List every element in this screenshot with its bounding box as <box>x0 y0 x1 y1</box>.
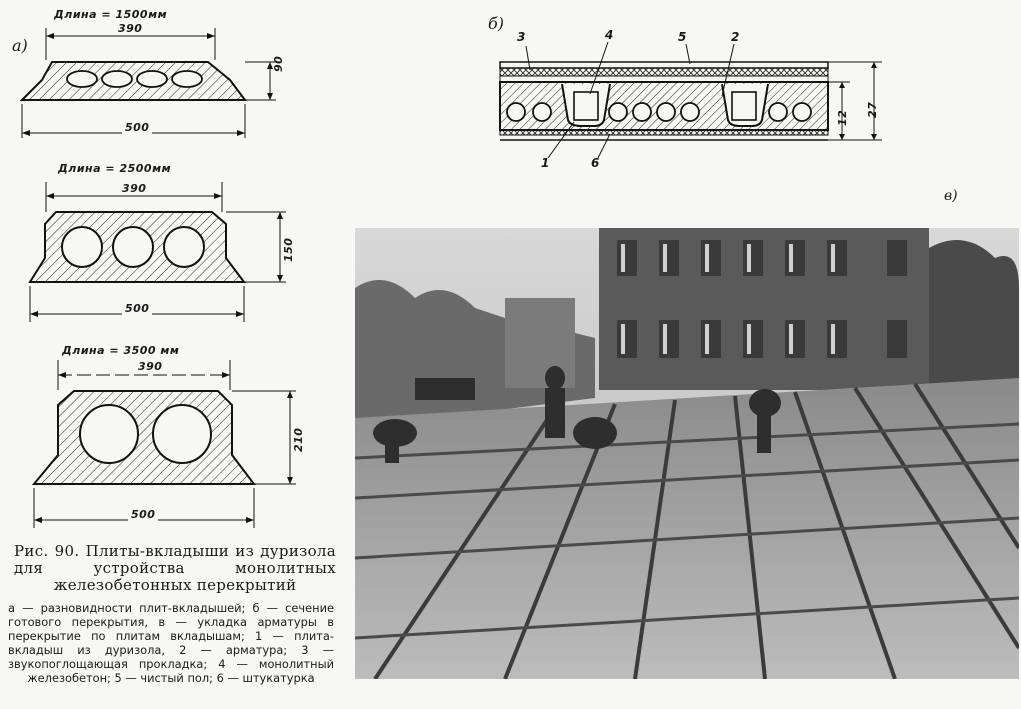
base-width-2: 500 <box>122 302 153 315</box>
length-note-1: Длина = 1500мм <box>54 8 168 21</box>
callout-5: 5 <box>678 30 687 44</box>
top-width-1: 390 <box>118 22 143 35</box>
figure-caption-legend: а — разновидности плит-вкладышей; б — се… <box>8 601 334 685</box>
callout-4: 4 <box>605 28 614 42</box>
figure-v-label: в) <box>944 188 958 204</box>
length-note-2: Длина = 2500мм <box>58 162 172 175</box>
top-width-2: 390 <box>122 182 147 195</box>
figure-caption-title: Рис. 90. Плиты-вкладыши из дуризола для … <box>14 542 336 594</box>
construction-photo <box>355 228 1019 679</box>
callout-3: 3 <box>517 30 526 44</box>
slab-section-150 <box>28 182 286 322</box>
height-2: 150 <box>282 237 295 262</box>
dim-total-27: 27 <box>866 101 879 118</box>
base-width-3: 500 <box>128 508 159 521</box>
top-width-3: 390 <box>136 360 165 373</box>
length-note-3: Длина = 3500 мм <box>62 344 180 357</box>
callout-6: 6 <box>591 156 600 170</box>
callout-2: 2 <box>731 30 740 44</box>
figure-b-drawing <box>499 41 882 159</box>
slab-section-90 <box>19 28 276 138</box>
figure-b-label: б) <box>488 14 505 33</box>
base-width-1: 500 <box>122 121 153 134</box>
height-1: 90 <box>272 55 285 72</box>
height-3: 210 <box>292 427 305 452</box>
slab-section-210 <box>31 360 296 528</box>
figure-a-label: а) <box>12 36 28 55</box>
callout-1: 1 <box>541 156 550 170</box>
dim-inner-12: 12 <box>836 109 849 126</box>
figure-a-drawings <box>19 28 296 528</box>
construction-photo-art <box>355 228 1019 679</box>
